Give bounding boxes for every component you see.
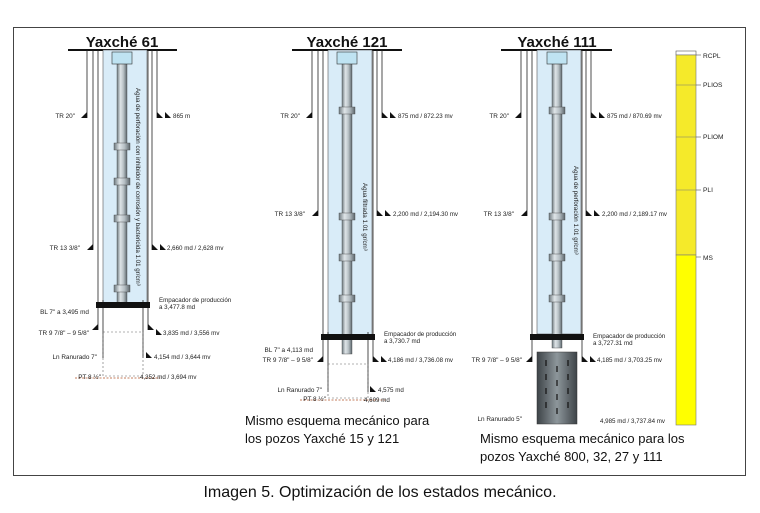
depth-marker [370, 386, 376, 392]
stratigraphic-column: RCPL PLIOS PLIOM PLI MS [675, 50, 724, 426]
depth-marker [381, 356, 387, 362]
strat-boundaries [676, 84, 696, 191]
label-liner: Ln Ranurado 7" [277, 387, 322, 394]
label-liner: Ln Ranurado 5" [477, 416, 522, 423]
depth-marker [156, 329, 162, 335]
production-packer [530, 334, 584, 340]
fluid-label: Agua de perforación 1.01 gr/cm³ [572, 166, 579, 255]
packer-label-line2: a 3,730.7 md [384, 338, 421, 345]
fluid-label: Agua de perforación con inhibidor de cor… [134, 88, 141, 286]
depth-marker [146, 352, 152, 358]
depth-marker [385, 210, 391, 216]
production-tubing [551, 55, 563, 349]
strat-label-pli: PLI [703, 187, 713, 194]
label-bl7: BL 7" a 4,113 md [265, 347, 314, 354]
label-tr13: TR 13 3/8" [484, 211, 514, 218]
well-title: Yaxché 121 [307, 34, 388, 51]
tubing-couplings [113, 142, 131, 293]
label-tr978: TR 9 7/8" – 9 5/8" [39, 330, 89, 337]
slotted-liner [102, 331, 144, 377]
label-bl7: BL 7" a 3,495 md [40, 309, 89, 316]
strat-label-plios: PLIOS [703, 82, 723, 89]
strat-ms [675, 254, 697, 426]
depth-tr20: 875 md / 872.23 mv [398, 113, 454, 120]
well-yaxche-121: Yaxché 121 Agua filtrada 1.01 gr/cm³ TR … [245, 34, 459, 446]
casing-shoes [81, 112, 163, 330]
note-line-1: Mismo esquema mecánico para los [480, 431, 685, 446]
casing-lines [86, 50, 158, 358]
note-line-2: los pozos Yaxché 15 y 121 [245, 431, 399, 446]
label-tr20: TR 20" [489, 113, 509, 120]
packer-label-line1: Empacador de producción [384, 331, 457, 338]
depth-tr978: 4,186 md / 3,736.08 mv [388, 357, 454, 364]
tubing-hanger [111, 51, 133, 65]
well-yaxche-111: Yaxché 111 Agua de perforación 1.01 gr/c… [472, 34, 685, 464]
tubing-couplings [338, 106, 356, 303]
strat-rcpl [675, 50, 697, 56]
packer-label-line2: a 3,477.8 md [159, 304, 196, 311]
fluid-label: Agua filtrada 1.01 gr/cm³ [361, 183, 368, 251]
casing-lines [311, 50, 383, 392]
depth-marker [599, 112, 605, 118]
label-tr978: TR 9 7/8" – 9 5/8" [263, 357, 313, 364]
depth-tr20: 875 md / 870.69 mv [607, 113, 663, 120]
label-tr978: TR 9 7/8" – 9 5/8" [472, 357, 522, 364]
depth-pt: 4,352 md / 3,694 mv [140, 374, 197, 381]
production-packer [96, 302, 150, 308]
depth-liner: 4,575 md [378, 387, 404, 394]
depth-marker [590, 356, 596, 362]
depth-tr13: 2,660 md / 2,628 mv [167, 245, 224, 252]
depth-tr13: 2,200 md / 2,194.30 mv [393, 211, 459, 218]
well-yaxche-61: Yaxché 61 Agua de perforación con inhibi… [39, 34, 232, 381]
depth-marker [594, 210, 600, 216]
depth-liner: 4,985 md / 3,737.84 mv [600, 418, 666, 425]
casing-lines [520, 50, 592, 362]
label-tr13: TR 13 3/8" [50, 245, 80, 252]
casing-shoes [306, 112, 388, 362]
figure-caption: Imagen 5. Optimización de los estados me… [203, 484, 557, 501]
slotted-liner [327, 363, 369, 399]
tubing-hanger [546, 51, 568, 65]
label-tr20: TR 20" [280, 113, 300, 120]
label-tr13: TR 13 3/8" [275, 211, 305, 218]
depth-marker [165, 112, 171, 118]
depth-liner: 4,154 md / 3,644 mv [154, 354, 211, 361]
liner-slots [545, 360, 569, 414]
strat-label-rcpl: RCPL [703, 53, 721, 60]
tubing-couplings [548, 106, 566, 303]
strat-label-pliom: PLIOM [703, 134, 724, 141]
strat-ticks [696, 54, 701, 258]
figure-frame [13, 27, 746, 476]
label-tr20: TR 20" [55, 113, 75, 120]
depth-pt: 4,609 md [364, 397, 390, 404]
well-title: Yaxché 61 [86, 34, 159, 51]
note-line-2: pozos Yaxché 800, 32, 27 y 111 [480, 449, 663, 464]
label-liner: Ln Ranurado 7" [52, 354, 97, 361]
production-tubing [341, 55, 353, 355]
depth-tr20: 865 m [173, 113, 190, 120]
tubing-hanger [336, 51, 358, 65]
casing-shoes [515, 112, 597, 362]
depth-marker [160, 244, 166, 250]
label-pt: PT 8 ½" [303, 395, 326, 403]
depth-tr978: 3,835 md / 3,556 mv [163, 330, 220, 337]
depth-tr978: 4,185 md / 3,703.25 mv [597, 357, 663, 364]
production-packer [321, 334, 375, 340]
well-title: Yaxché 111 [517, 34, 596, 51]
depth-tr13: 2,200 md / 2,189.17 mv [602, 211, 668, 218]
note-line-1: Mismo esquema mecánico para [245, 413, 430, 428]
packer-label-line2: a 3,727.31 md [593, 340, 633, 347]
depth-marker [390, 112, 396, 118]
packer-label-line1: Empacador de producción [593, 333, 666, 340]
strat-label-ms: MS [703, 255, 713, 262]
label-pt: PT 8 ½" [78, 373, 101, 381]
packer-label-line1: Empacador de producción [159, 297, 232, 304]
